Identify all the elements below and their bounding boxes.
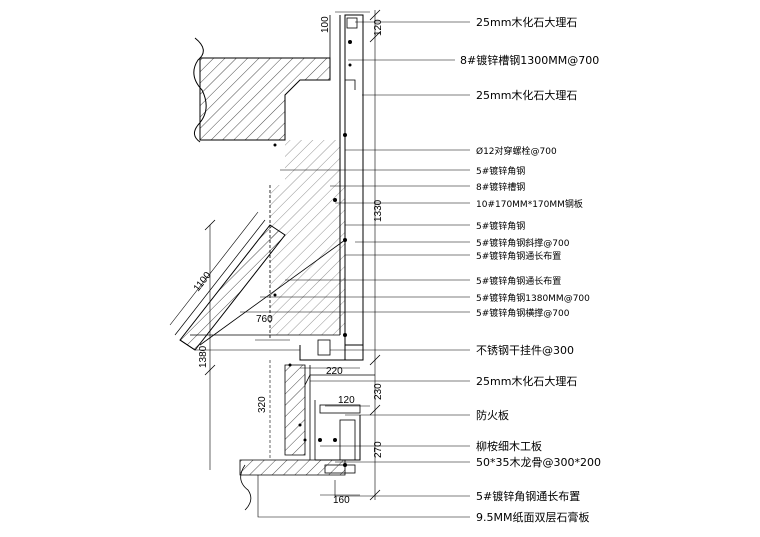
dim-100: 100 bbox=[320, 16, 331, 33]
dim-320: 320 bbox=[257, 396, 268, 413]
dim-160: 160 bbox=[333, 495, 350, 506]
dim-270: 270 bbox=[373, 441, 384, 458]
callout-label: 柳桉细木工板 bbox=[476, 439, 542, 453]
callout-label: 9.5MM纸面双层石膏板 bbox=[476, 510, 589, 524]
marble-return bbox=[299, 344, 364, 361]
callout-label: Ø12对穿螺栓@700 bbox=[476, 145, 557, 157]
callout-label: 8#镀锌槽钢 bbox=[476, 181, 525, 193]
callout-label: 25mm木化石大理石 bbox=[476, 15, 577, 29]
callout-label: 不锈钢干挂件@300 bbox=[476, 343, 574, 357]
lower-soffit bbox=[284, 364, 306, 456]
callout-label: 5#镀锌角钢 bbox=[476, 220, 525, 232]
callout-label: 防火板 bbox=[476, 408, 509, 422]
callout-label: 5#镀锌角钢斜撑@700 bbox=[476, 237, 570, 249]
dim-220: 220 bbox=[326, 366, 343, 377]
callout-label: 5#镀锌角钢1380MM@700 bbox=[476, 292, 590, 304]
callout-label: 5#镀锌角钢 bbox=[476, 165, 525, 177]
callout-label: 25mm木化石大理石 bbox=[476, 88, 577, 102]
callout-label: 25mm木化石大理石 bbox=[476, 374, 577, 388]
callout-label: 5#镀锌角钢通长布置 bbox=[476, 250, 561, 262]
dim-760: 760 bbox=[256, 314, 273, 325]
concrete-beam bbox=[199, 57, 331, 141]
dim-120-lower: 120 bbox=[338, 395, 355, 406]
dim-120-top: 120 bbox=[373, 19, 384, 36]
callout-label: 8#镀锌槽钢1300MM@700 bbox=[460, 53, 599, 67]
ground-slab bbox=[239, 459, 346, 476]
callout-label: 5#镀锌角钢横撑@700 bbox=[476, 307, 570, 319]
dim-1380: 1380 bbox=[198, 345, 209, 368]
break-line-top bbox=[193, 37, 207, 143]
marble-face bbox=[344, 14, 364, 361]
dim-230: 230 bbox=[373, 383, 384, 400]
callout-label: 10#170MM*170MM钢板 bbox=[476, 198, 583, 210]
callout-label: 5#镀锌角钢通长布置 bbox=[476, 275, 561, 287]
callout-label: 5#镀锌角钢通长布置 bbox=[476, 489, 580, 503]
callout-label: 50*35木龙骨@300*200 bbox=[476, 456, 601, 469]
dim-1330: 1330 bbox=[373, 199, 384, 222]
wall-hatch bbox=[270, 140, 345, 335]
